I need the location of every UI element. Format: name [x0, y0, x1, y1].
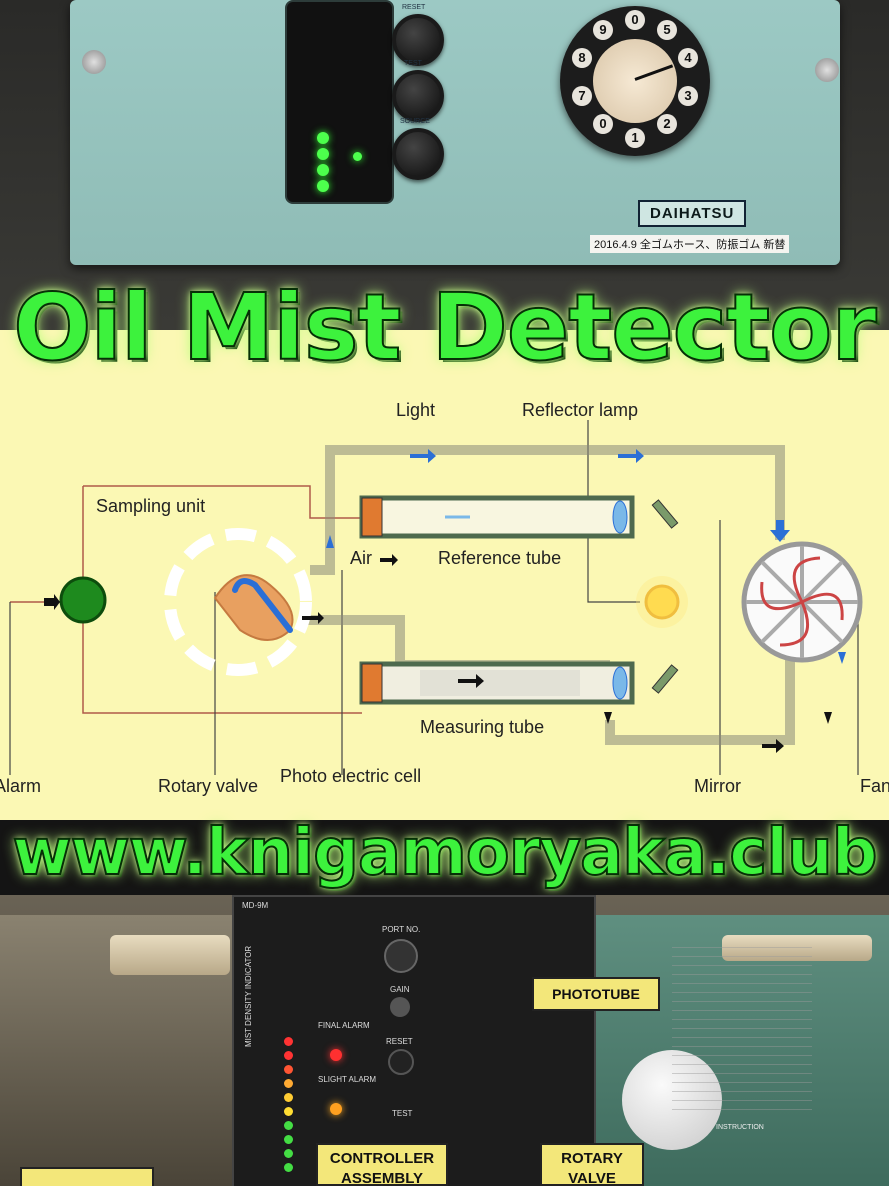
- density-led: [284, 1149, 293, 1158]
- black-arrows: [44, 554, 832, 753]
- screw-icon: [815, 58, 839, 82]
- label-mirror: Mirror: [694, 776, 741, 796]
- left-yellow-tag: [20, 1167, 154, 1186]
- right-housing: [592, 915, 889, 1186]
- instruction-title: INSTRUCTION: [716, 1124, 764, 1131]
- gain-label: GAIN: [390, 985, 410, 994]
- website-url[interactable]: www.knigamoryaka.club: [11, 815, 878, 891]
- fan: [741, 541, 863, 663]
- dial-number: 0: [593, 114, 613, 134]
- dial-number: 0: [625, 10, 645, 30]
- measuring-tube: [359, 661, 635, 705]
- green-led: [317, 148, 329, 160]
- density-led: [284, 1135, 293, 1144]
- label-reference-tube: Reference tube: [438, 548, 561, 568]
- controller-panel: MD-9M PORT NO. GAIN RESET TEST FINAL ALA…: [232, 895, 812, 1186]
- density-led: [284, 1093, 293, 1102]
- density-led: [284, 1107, 293, 1116]
- led-display-window: [285, 0, 394, 204]
- green-led: [317, 164, 329, 176]
- dial-number: 5: [657, 20, 677, 40]
- density-led: [284, 1051, 293, 1060]
- oil-mist-detector-diagram: Light Reflector lamp Sampling unit Air R…: [0, 330, 889, 820]
- density-led: [284, 1037, 293, 1046]
- gain-knob[interactable]: [390, 997, 410, 1017]
- port-no-label: PORT NO.: [382, 925, 421, 934]
- page-title: Oil Mist Detector: [12, 273, 877, 382]
- instruction-text-lines: [672, 947, 812, 1117]
- port-no-window: [384, 939, 418, 973]
- flow-arrows: [326, 449, 846, 664]
- test-knob[interactable]: [392, 70, 444, 122]
- pipe-fitting-right: [722, 935, 872, 961]
- green-led: [317, 132, 329, 144]
- green-led: [317, 180, 329, 192]
- density-indicator-label: MIST DENSITY INDICATOR: [244, 945, 253, 1047]
- lower-mirror: [651, 664, 679, 694]
- density-led: [284, 1065, 293, 1074]
- wire-to-reference-cell: [83, 485, 362, 519]
- knob-label-source: SOURCE: [400, 118, 430, 125]
- wire-to-measuring-cell: [82, 486, 362, 714]
- dial-number: 8: [572, 48, 592, 68]
- reset-button[interactable]: [388, 1049, 414, 1075]
- label-light: Light: [396, 400, 435, 420]
- knob-label-test: TEST: [404, 60, 422, 67]
- date-note: 2016.4.9 全ゴムホース、防振ゴム 新替: [590, 235, 790, 253]
- controller-assembly-tag: CONTROLLER ASSEMBLY: [316, 1143, 448, 1186]
- dial-number: 4: [678, 48, 698, 68]
- bottom-photo: MD-9M PORT NO. GAIN RESET TEST FINAL ALA…: [0, 895, 889, 1186]
- density-led: [284, 1121, 293, 1130]
- dial-number: 1: [625, 128, 645, 148]
- label-reflector-lamp: Reflector lamp: [522, 400, 638, 420]
- screw-icon: [82, 50, 106, 74]
- test-label: TEST: [392, 1109, 413, 1118]
- reflector-lamp-bulb: [644, 584, 680, 620]
- reflector-leader: [587, 420, 640, 603]
- source-knob[interactable]: [392, 128, 444, 180]
- upper-mirror: [651, 499, 679, 529]
- reset-knob[interactable]: [392, 14, 444, 66]
- rotary-valve-tag: ROTARY VALVE: [540, 1143, 644, 1186]
- final-alarm-led: [330, 1049, 342, 1061]
- dial-center: [593, 39, 677, 123]
- label-rotary-valve: Rotary valve: [158, 776, 258, 796]
- status-led: [353, 152, 362, 161]
- label-air: Air: [350, 548, 372, 568]
- label-photo-electric-cell: Photo electric cell: [280, 766, 421, 786]
- label-sampling-unit: Sampling unit: [96, 496, 205, 516]
- top-photo: RESET TEST SOURCE 0 5 4 3 2 1 0 7 8 9 DA…: [0, 0, 889, 330]
- brand-plate: DAIHATSU: [638, 200, 747, 227]
- alarm-lamp: [59, 576, 107, 624]
- reset-label: RESET: [386, 1037, 413, 1046]
- dial-number: 9: [593, 20, 613, 40]
- url-strip: [0, 820, 889, 895]
- dial-number: 2: [657, 114, 677, 134]
- density-led: [284, 1079, 293, 1088]
- slight-alarm-label: SLIGHT ALARM: [318, 1075, 377, 1084]
- density-led: [284, 1163, 293, 1172]
- model-label: MD-9M: [242, 901, 269, 910]
- reference-tube: [359, 495, 635, 539]
- label-measuring-tube: Measuring tube: [420, 717, 544, 737]
- knob-label-reset: RESET: [402, 4, 426, 11]
- final-alarm-label: FINAL ALARM: [318, 1021, 370, 1030]
- label-alarm: Alarm: [0, 776, 41, 796]
- sampling-unit: [164, 528, 312, 676]
- slight-alarm-led: [330, 1103, 342, 1115]
- dial-number: 7: [572, 86, 592, 106]
- label-fan: Fan: [860, 776, 889, 796]
- phototube-tag: PHOTOTUBE: [532, 977, 660, 1011]
- instruction-text-block: INSTRUCTION: [666, 947, 816, 1131]
- leader-lines: [9, 420, 859, 775]
- port-selector-dial[interactable]: 0 5 4 3 2 1 0 7 8 9: [560, 6, 710, 156]
- pipe-fitting: [110, 935, 230, 975]
- schematic-svg: Light Reflector lamp Sampling unit Air R…: [0, 400, 889, 796]
- dial-number: 3: [678, 86, 698, 106]
- rotary-valve-motor: [622, 1050, 722, 1150]
- detector-front-panel: RESET TEST SOURCE 0 5 4 3 2 1 0 7 8 9 DA…: [70, 0, 840, 265]
